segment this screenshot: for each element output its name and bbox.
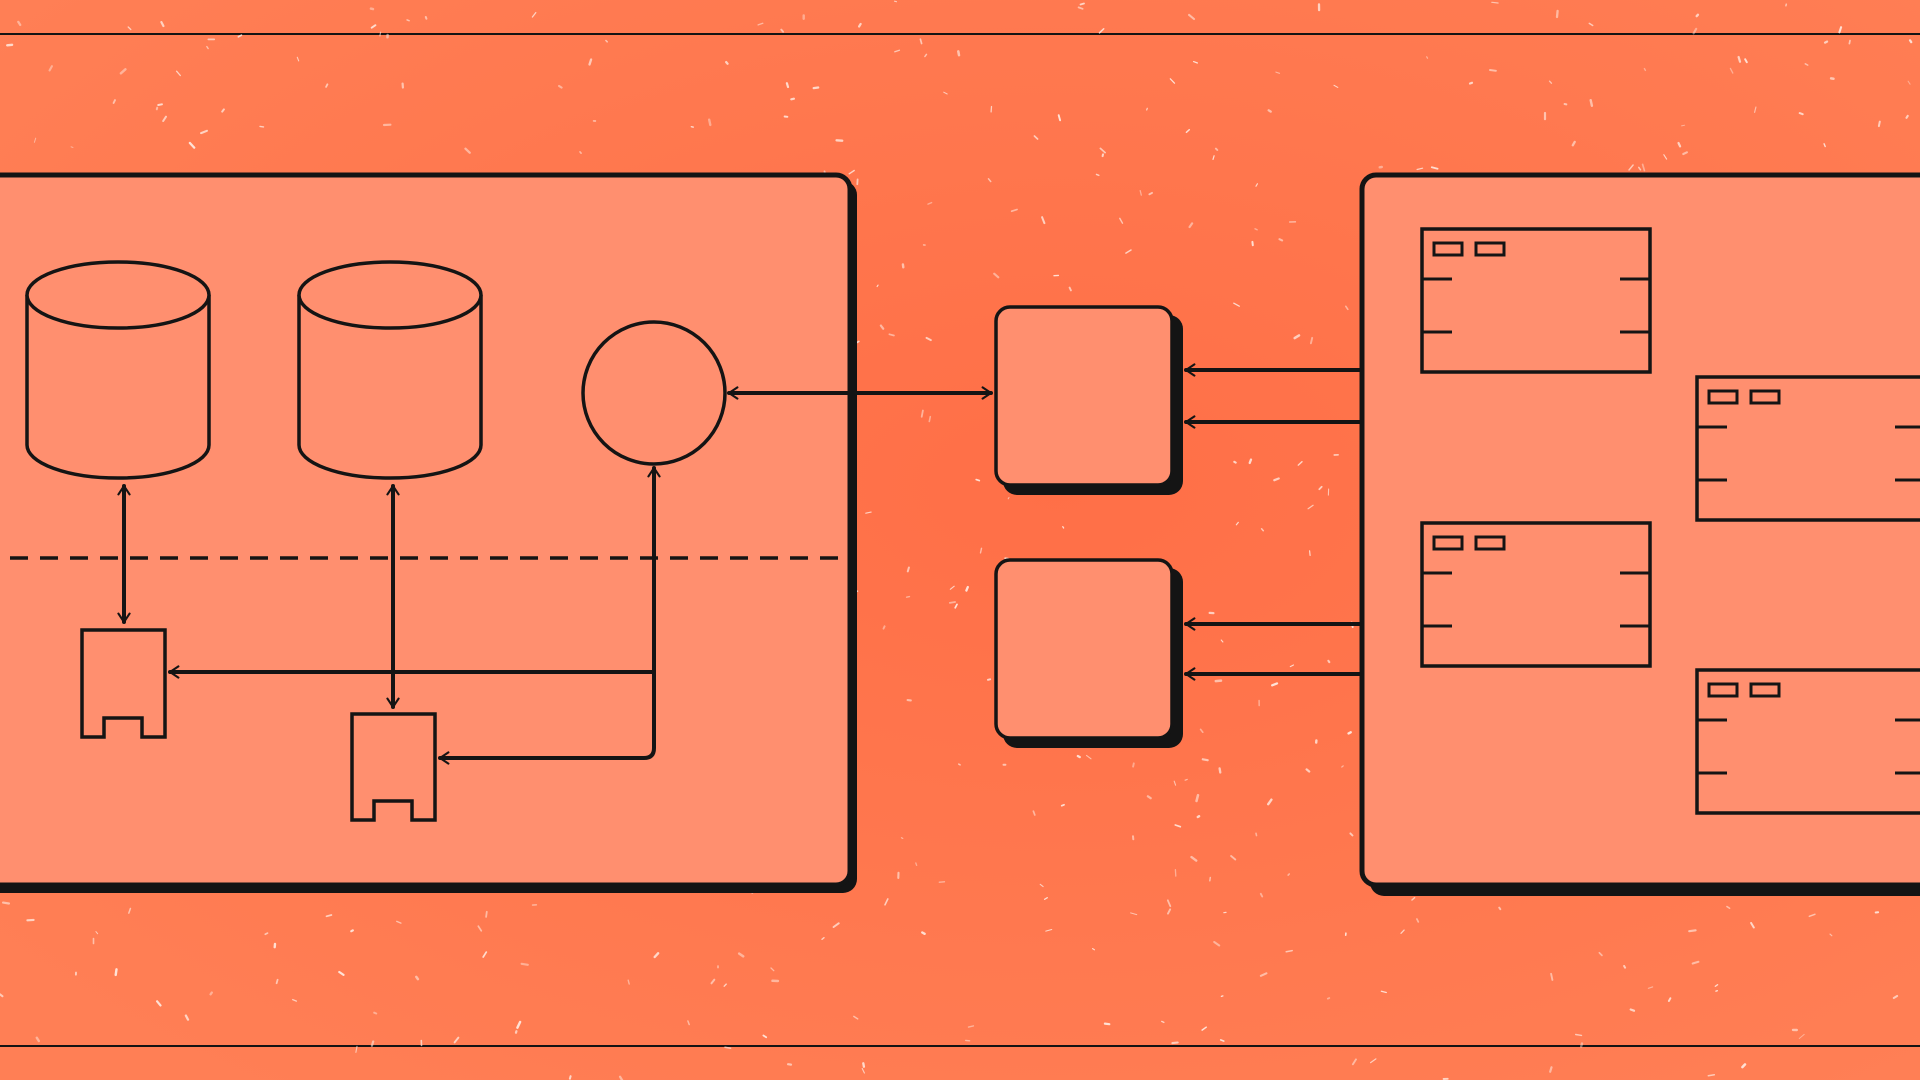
database-icon xyxy=(297,260,483,480)
left-panel xyxy=(0,172,857,893)
client-window-icon xyxy=(1420,521,1652,668)
right-panel xyxy=(1359,172,1920,896)
worker-icon xyxy=(350,712,437,822)
server-node-icon xyxy=(994,558,1183,748)
database-icon xyxy=(25,260,211,480)
client-window-icon xyxy=(1695,375,1920,522)
worker-icon xyxy=(80,628,167,739)
client-window-icon xyxy=(1420,227,1652,374)
arrow-icon xyxy=(438,662,656,765)
client-window-icon xyxy=(1695,668,1920,815)
server-node-icon xyxy=(994,305,1183,495)
service-circle-icon xyxy=(581,320,727,466)
